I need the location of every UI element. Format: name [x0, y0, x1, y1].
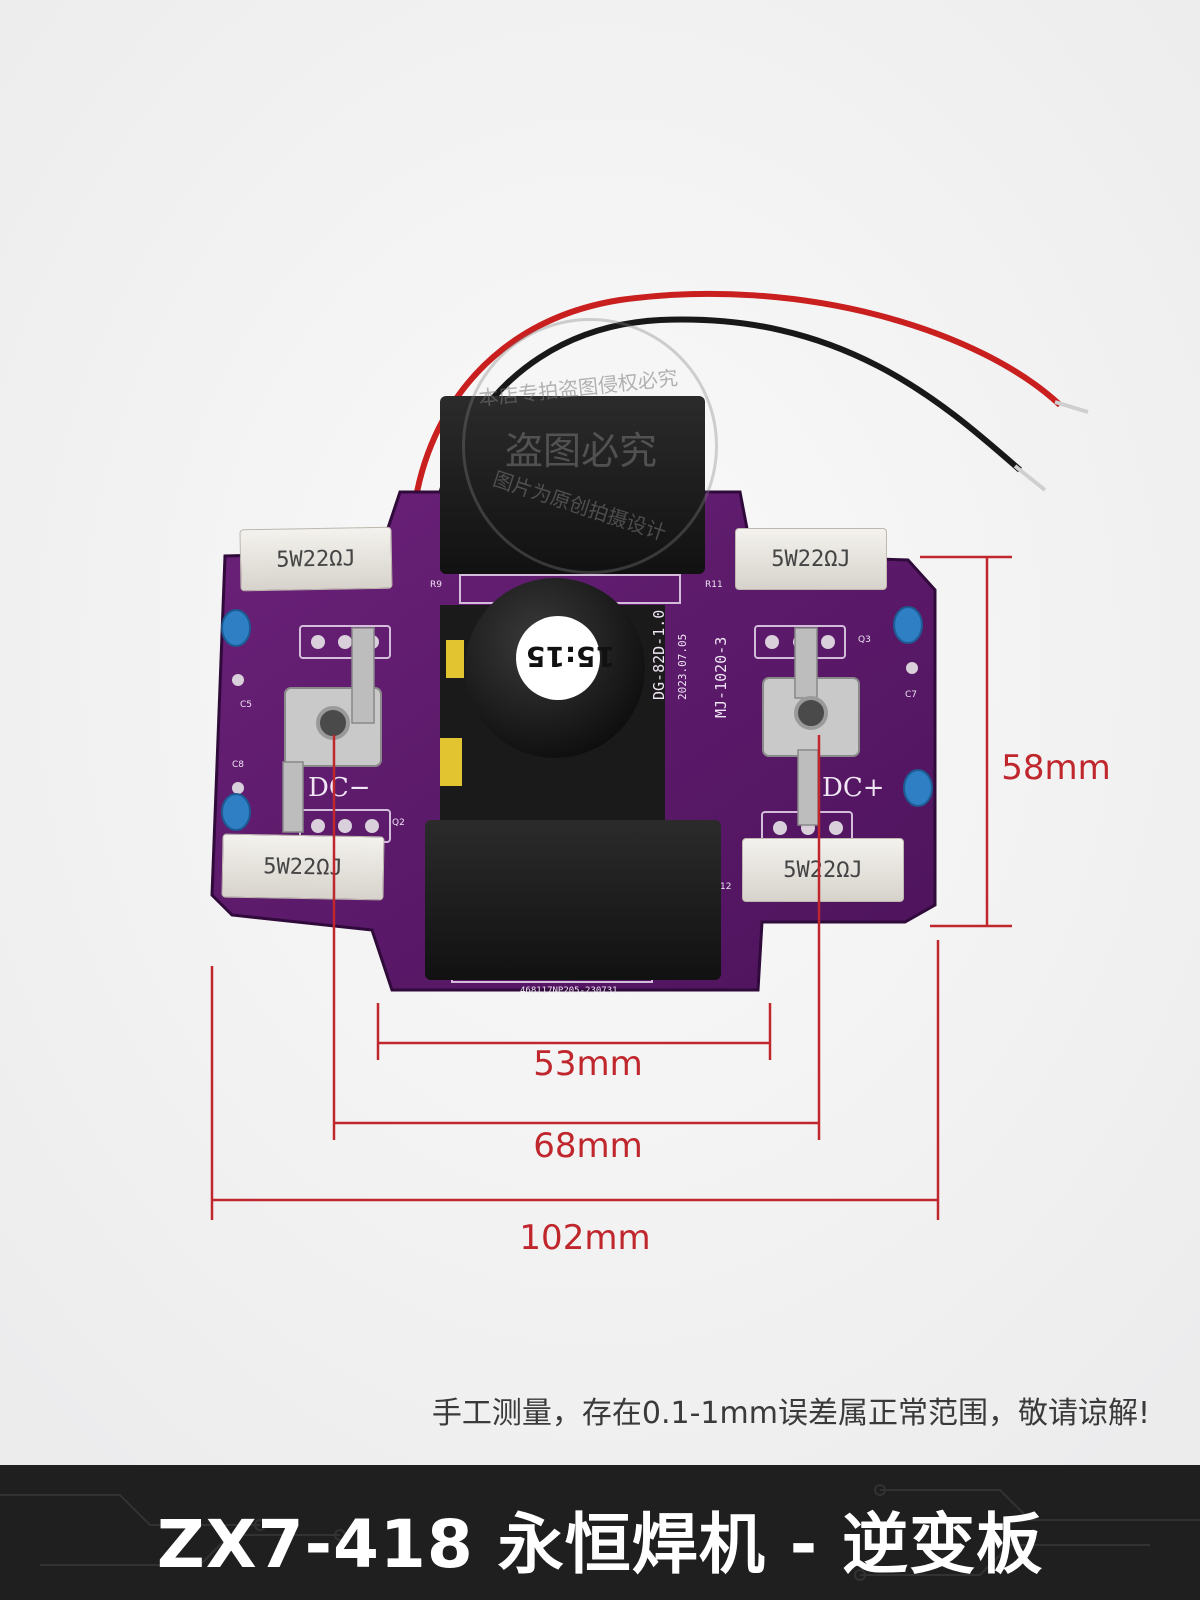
- resistor-top-right: 5W22ΩJ: [735, 528, 887, 590]
- designator-r9: R9: [430, 580, 442, 590]
- blue-capacitor: [893, 606, 923, 644]
- resistor-label: 5W22ΩJ: [783, 857, 863, 883]
- dimension-inner-width-label: 53mm: [533, 1044, 643, 1084]
- resistor-bottom-right: 5W22ΩJ: [742, 838, 904, 902]
- blue-capacitor: [221, 793, 251, 831]
- circuit-pattern: [0, 1484, 1200, 1581]
- blue-capacitor: [903, 769, 933, 807]
- terminal-dc-negative: DC−: [308, 773, 371, 803]
- black-wire-tip: [1013, 464, 1047, 492]
- capacitor-code: 468117NP205-230731: [520, 986, 618, 996]
- watermark-center-text: 盗图必究: [505, 429, 658, 473]
- yellow-capacitor: [446, 640, 464, 678]
- resistor-label: 5W22ΩJ: [771, 546, 851, 572]
- mount-bracket-right: [762, 627, 860, 826]
- designator-r11: R11: [705, 580, 723, 590]
- dimension-total-width-label: 102mm: [519, 1218, 651, 1258]
- banner-title: ZX7-418 永恒焊机 - 逆变板: [156, 1506, 1044, 1583]
- title-banner: ZX7-418 永恒焊机 - 逆变板: [0, 1465, 1200, 1600]
- yellow-capacitor: [440, 738, 462, 786]
- measurement-note: 手工测量，存在0.1-1mm误差属正常范围，敬请谅解!: [431, 1396, 1150, 1431]
- dimension-height-label: 58mm: [1001, 748, 1111, 788]
- dimension-lines: [210, 555, 1012, 1220]
- transformer-sticker: [516, 616, 600, 700]
- designator-q2: Q2: [392, 818, 405, 828]
- blue-capacitor: [221, 609, 251, 647]
- designator-c5: C5: [240, 700, 253, 710]
- dimension-hole-spacing-label: 68mm: [533, 1126, 643, 1166]
- terminal-dc-positive: DC+: [822, 773, 885, 803]
- mount-bracket-left: [282, 627, 382, 833]
- film-capacitor-bottom: [425, 820, 721, 980]
- red-wire-tip: [1054, 400, 1089, 414]
- designator-c8: C8: [232, 760, 245, 770]
- designator-q3: Q3: [858, 635, 871, 645]
- watermark-seal: [462, 318, 718, 574]
- designator-12: 12: [720, 882, 732, 892]
- designator-c7: C7: [905, 690, 918, 700]
